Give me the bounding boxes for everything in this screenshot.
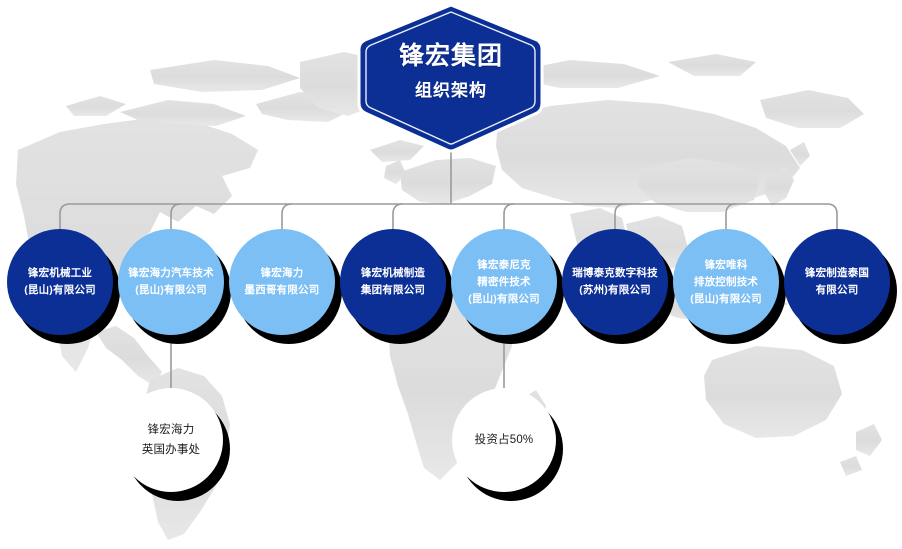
org-header-hexagon: 锋宏集团 组织架构	[356, 2, 546, 154]
org-node-label: 锋宏机械工业 (昆山)有限公司	[24, 267, 96, 296]
page-title: 锋宏集团	[398, 42, 503, 70]
org-node-4[interactable]: 锋宏机械制造 集团有限公司	[340, 229, 446, 335]
org-subnode-label: 投资占50%	[474, 433, 534, 446]
header-text-block: 锋宏集团 组织架构	[356, 42, 546, 101]
org-node-label: 锋宏海力汽车技术 (昆山)有限公司	[128, 267, 214, 296]
org-node-label: 锋宏机械制造 集团有限公司	[360, 267, 426, 296]
org-node-8[interactable]: 锋宏制造泰国 有限公司	[784, 229, 890, 335]
org-subnode-label: 锋宏海力 英国办事处	[141, 423, 201, 456]
org-node-label: 锋宏唯科 排放控制技术 (昆山)有限公司	[690, 258, 762, 305]
org-node-5[interactable]: 锋宏泰尼克 精密件技术 (昆山)有限公司	[451, 229, 557, 335]
org-node-label: 锋宏制造泰国 有限公司	[804, 267, 870, 296]
org-node-2[interactable]: 锋宏海力汽车技术 (昆山)有限公司	[118, 229, 224, 335]
org-node-3[interactable]: 锋宏海力 墨西哥有限公司	[229, 229, 335, 335]
org-node-label: 瑞博泰克数字科技 (苏州)有限公司	[572, 267, 658, 296]
org-subnode-investment[interactable]: 投资占50%	[452, 388, 556, 492]
org-node-6[interactable]: 瑞博泰克数字科技 (苏州)有限公司	[562, 229, 668, 335]
org-node-label: 锋宏海力 墨西哥有限公司	[244, 267, 320, 296]
org-node-1[interactable]: 锋宏机械工业 (昆山)有限公司	[7, 229, 113, 335]
org-node-7[interactable]: 锋宏唯科 排放控制技术 (昆山)有限公司	[673, 229, 779, 335]
org-subnode-uk-office[interactable]: 锋宏海力 英国办事处	[119, 388, 223, 492]
page-subtitle: 组织架构	[415, 80, 487, 100]
org-node-label: 锋宏泰尼克 精密件技术 (昆山)有限公司	[468, 258, 540, 305]
